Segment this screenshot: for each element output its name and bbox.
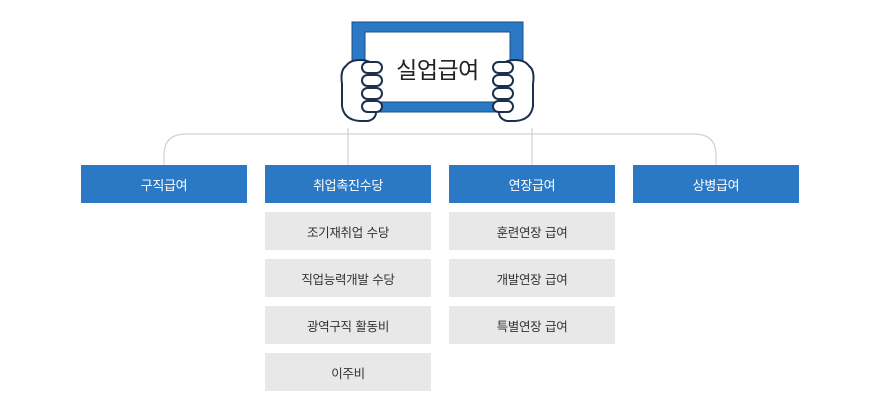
category-extended-benefit: 연장급여 — [449, 165, 615, 203]
category-column-extended: 연장급여 훈련연장 급여 개발연장 급여 특별연장 급여 — [449, 165, 615, 353]
sub-item-relocation: 이주비 — [265, 353, 431, 391]
category-column-reemployment: 취업촉진수당 조기재취업 수당 직업능력개발 수당 광역구직 활동비 이주비 — [265, 165, 431, 400]
category-sickness-benefit: 상병급여 — [633, 165, 799, 203]
category-column-job-seeking: 구직급여 — [81, 165, 247, 203]
sub-item-special-extension: 특별연장 급여 — [449, 306, 615, 344]
sub-item-vocational-training: 직업능력개발 수당 — [265, 259, 431, 297]
category-reemployment-promotion-allowance: 취업촉진수당 — [265, 165, 431, 203]
extended-sub-list: 훈련연장 급여 개발연장 급여 특별연장 급여 — [449, 212, 615, 344]
root-title: 실업급여 — [396, 58, 479, 84]
sub-item-individual-extension: 개발연장 급여 — [449, 259, 615, 297]
sub-item-training-extension: 훈련연장 급여 — [449, 212, 615, 250]
category-column-sickness: 상병급여 — [633, 165, 799, 203]
reemployment-sub-list: 조기재취업 수당 직업능력개발 수당 광역구직 활동비 이주비 — [265, 212, 431, 391]
sign-held-by-hands-icon — [340, 21, 535, 122]
sub-item-early-reemployment: 조기재취업 수당 — [265, 212, 431, 250]
sub-item-wide-area-job-search: 광역구직 활동비 — [265, 306, 431, 344]
category-job-seeking-benefit: 구직급여 — [81, 165, 247, 203]
